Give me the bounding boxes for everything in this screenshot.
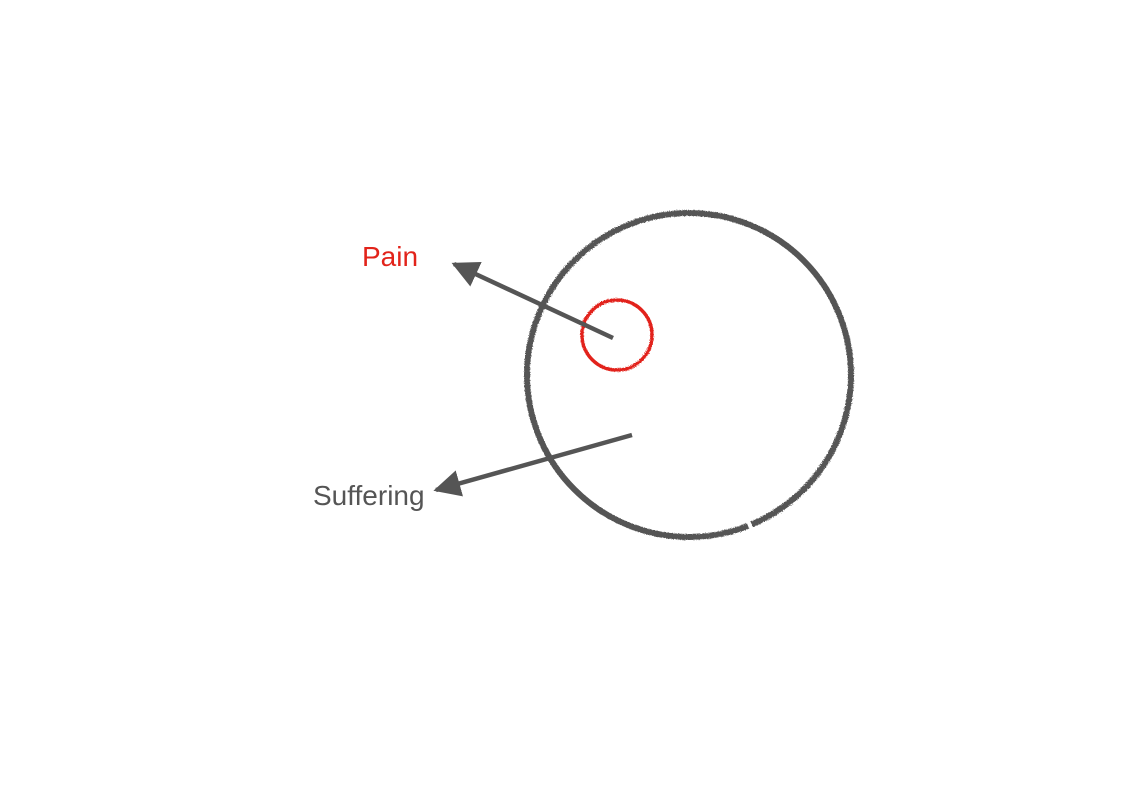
suffering-arrow [433,432,633,497]
suffering-circle [524,210,854,540]
pain-arrow [451,261,614,341]
suffering-label: Suffering [313,480,425,511]
pain-label: Pain [362,241,418,272]
pain-circle [580,298,654,372]
